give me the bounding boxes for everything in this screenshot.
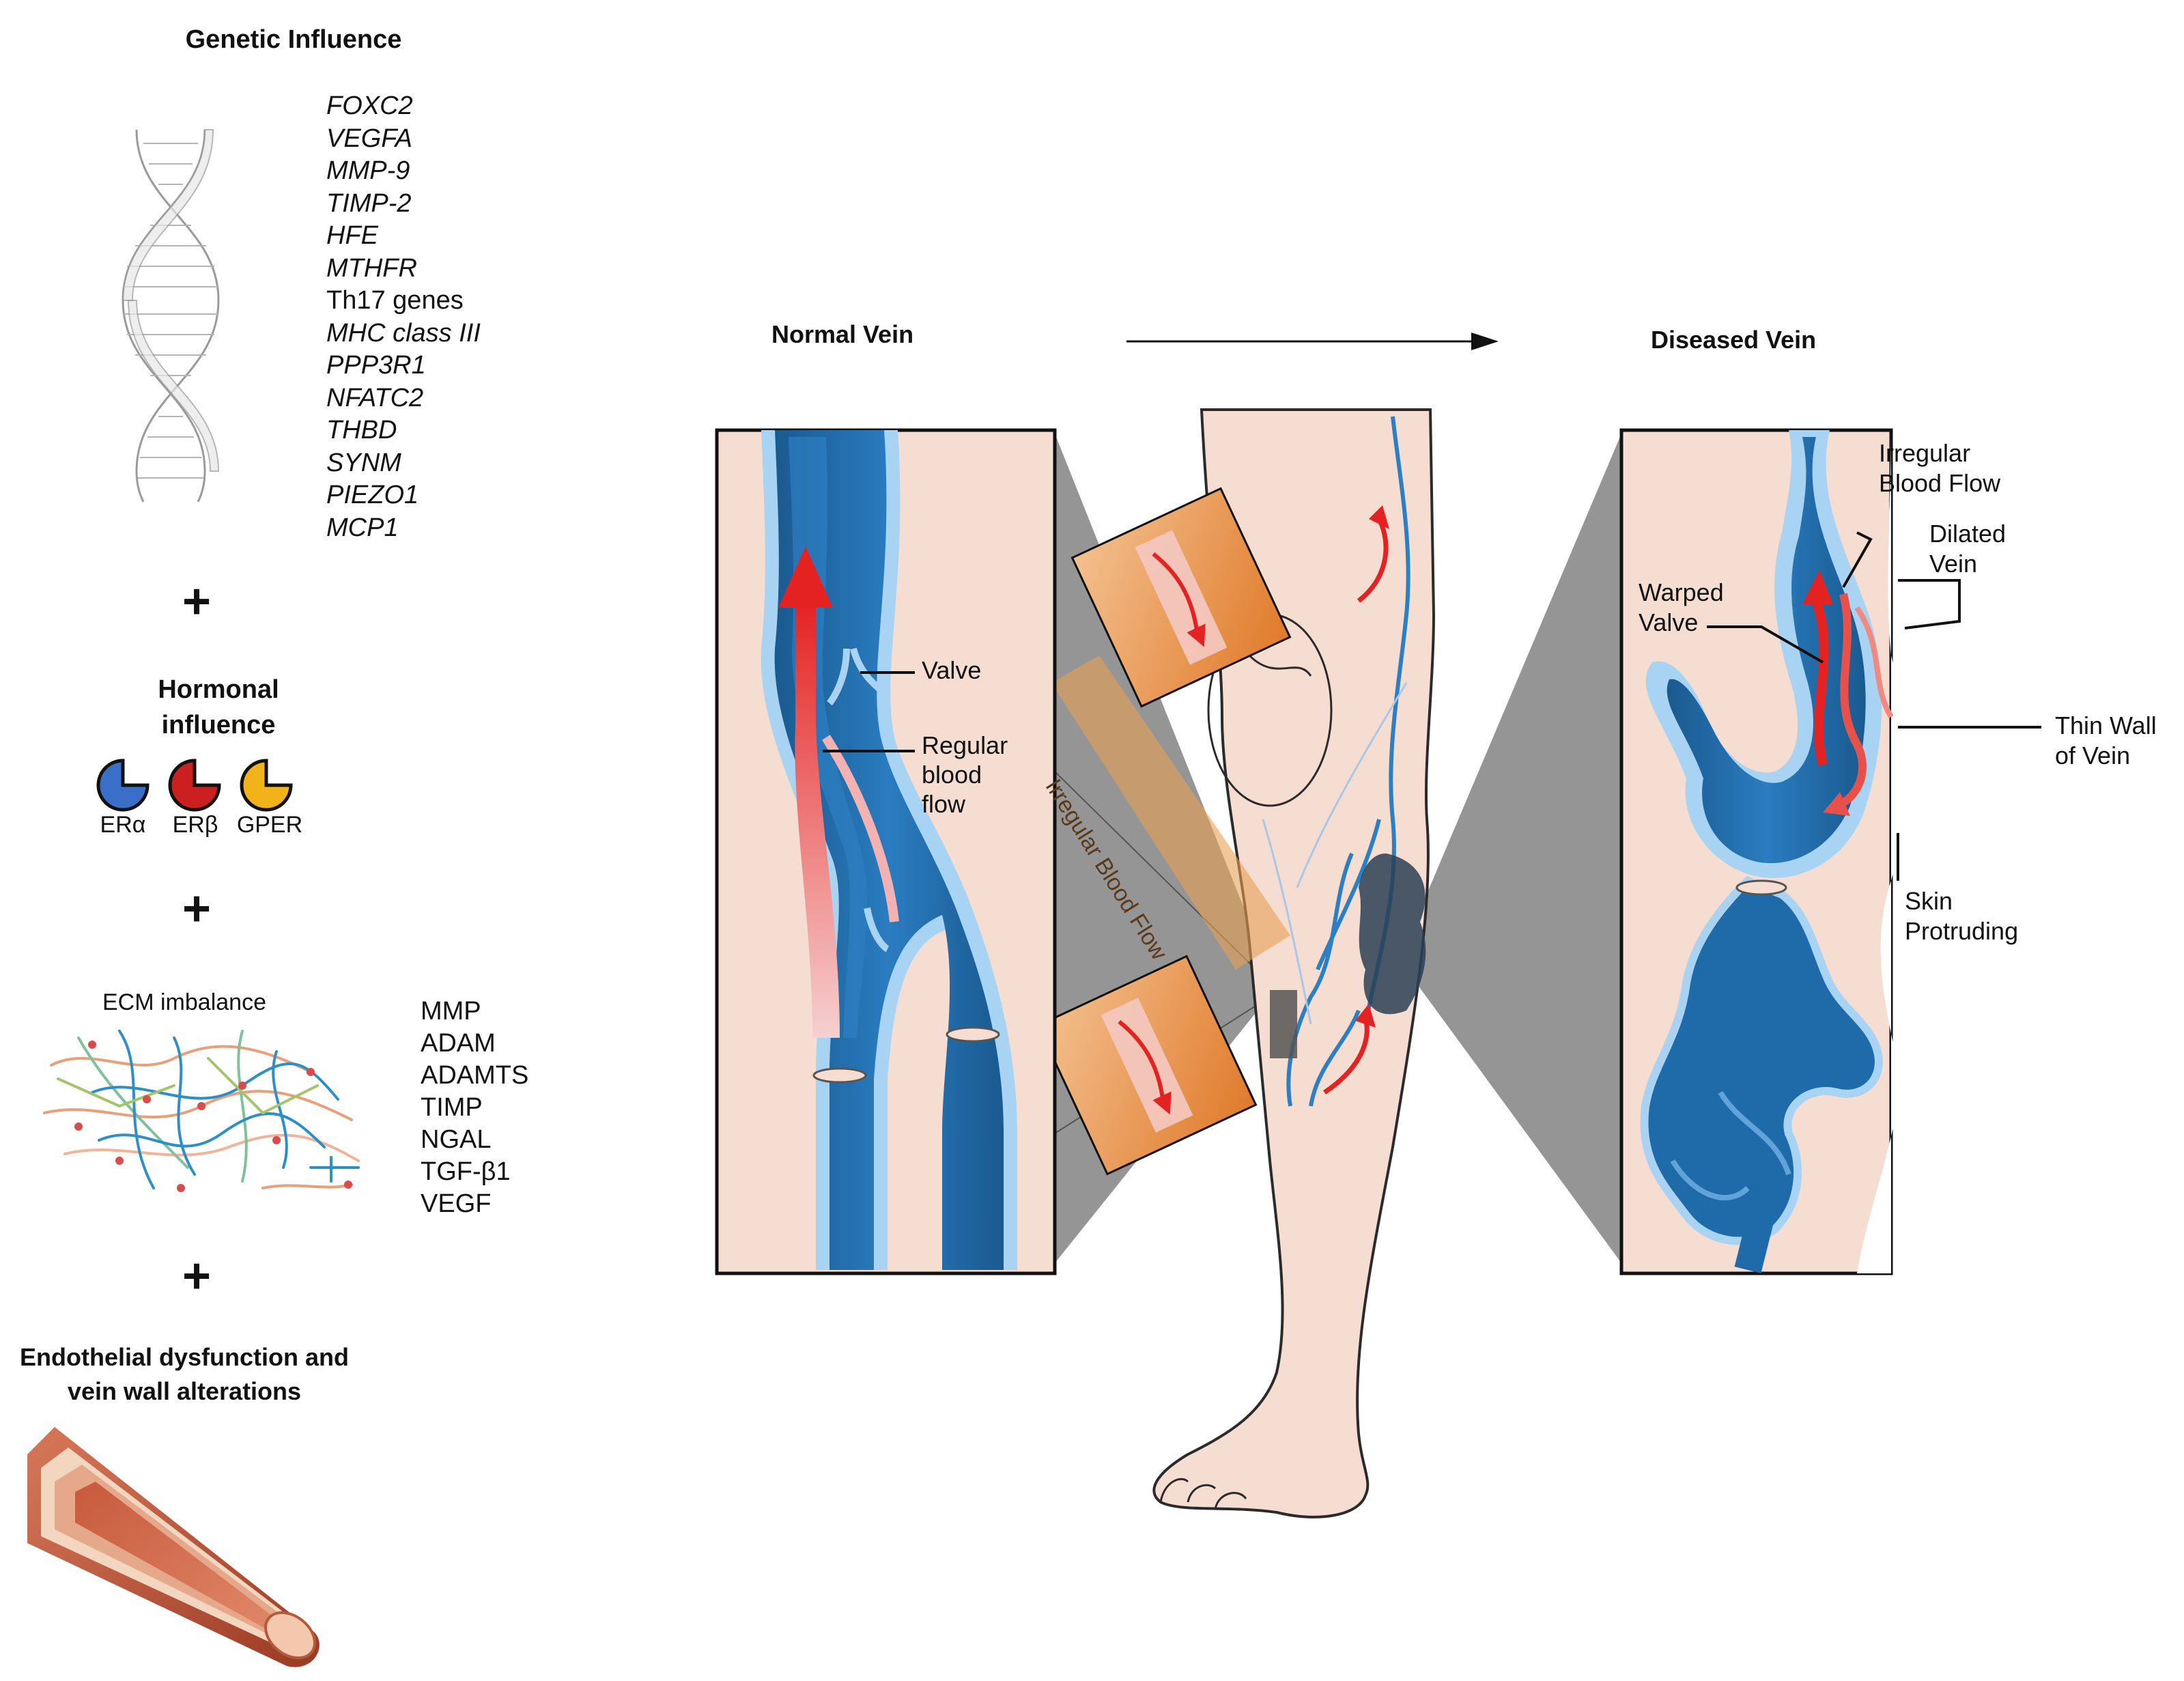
dilated-vein-label-line2: Vein <box>1929 550 1978 578</box>
ecm-factor-item: NGAL <box>421 1125 492 1154</box>
ecm-title: ECM imbalance <box>102 989 266 1015</box>
gene-item: HFE <box>326 221 378 250</box>
gene-item: NFATC2 <box>326 383 424 412</box>
vessel-cross-section-icon <box>27 1427 320 1667</box>
gene-item: FOXC2 <box>326 91 413 120</box>
valve-label: Valve <box>922 656 982 684</box>
skin-protruding-label-line1: Skin <box>1905 887 1953 915</box>
normal-vein-title: Normal Vein <box>771 320 914 348</box>
dilated-vein-label-line1: Dilated <box>1929 520 2006 548</box>
diseased-vein-panel <box>1619 428 2041 1275</box>
gene-item: TIMP-2 <box>326 188 412 218</box>
plus-sign: + <box>182 574 212 629</box>
receptor-icons <box>96 759 293 812</box>
warped-valve-label-line2: Valve <box>1639 608 1699 636</box>
endothelial-title-line1: Endothelial dysfunction and <box>19 1343 349 1371</box>
skin-protruding-label-line2: Protruding <box>1905 917 2019 945</box>
regular-flow-label-line2: blood <box>922 761 982 789</box>
irregular-flow-label-line2: Blood Flow <box>1879 469 2001 497</box>
gene-item: PPP3R1 <box>326 351 426 380</box>
plus-sign: + <box>182 881 212 936</box>
gene-item: SYNM <box>326 448 401 477</box>
gene-item: THBD <box>326 416 397 444</box>
gene-item: Th17 genes <box>326 286 464 315</box>
ecm-factor-item: TGF-β1 <box>421 1157 511 1186</box>
plus-sign: + <box>182 1249 212 1303</box>
genetic-influence-title: Genetic Influence <box>185 25 402 54</box>
gene-item: MTHFR <box>326 253 417 283</box>
diseased-vein-title: Diseased Vein <box>1651 326 1817 354</box>
er-alpha-label: ERα <box>100 812 146 838</box>
ecm-factor-item: ADAMTS <box>421 1061 529 1090</box>
regular-flow-label-line3: flow <box>922 790 966 818</box>
er-beta-label: ERβ <box>172 812 218 838</box>
dna-helix-icon <box>122 129 220 503</box>
gene-item: MMP-9 <box>326 156 410 185</box>
warped-valve-label-line1: Warped <box>1639 578 1724 606</box>
thin-wall-label-line2: of Vein <box>2055 741 2131 769</box>
er-alpha-icon <box>96 759 150 812</box>
normal-vein-panel <box>715 428 1057 1275</box>
thin-wall-label-line1: Thin Wall <box>2055 711 2157 739</box>
progression-arrow-icon <box>1126 333 1499 350</box>
ecm-factor-item: ADAM <box>421 1029 496 1058</box>
regular-flow-label-line1: Regular <box>922 731 1008 759</box>
gene-item: MCP1 <box>326 513 399 542</box>
leg-illustration <box>1036 408 1436 1518</box>
hormonal-title-line1: Hormonal <box>158 675 279 704</box>
irregular-flow-label-line1: Irregular <box>1879 439 1971 467</box>
gper-label: GPER <box>236 812 303 838</box>
gene-item: MHC class III <box>326 318 481 348</box>
ecm-network-icon <box>43 1030 360 1192</box>
gene-item: VEGFA <box>326 124 412 153</box>
gper-icon <box>240 759 293 812</box>
ecm-factor-item: VEGF <box>421 1189 492 1218</box>
gene-item: PIEZO1 <box>326 481 419 509</box>
ecm-factor-item: MMP <box>421 997 481 1026</box>
hormonal-title-line2: influence <box>161 711 276 739</box>
ecm-factor-item: TIMP <box>421 1093 483 1122</box>
er-beta-icon <box>168 759 221 812</box>
endothelial-title-line2: vein wall alterations <box>67 1377 302 1405</box>
